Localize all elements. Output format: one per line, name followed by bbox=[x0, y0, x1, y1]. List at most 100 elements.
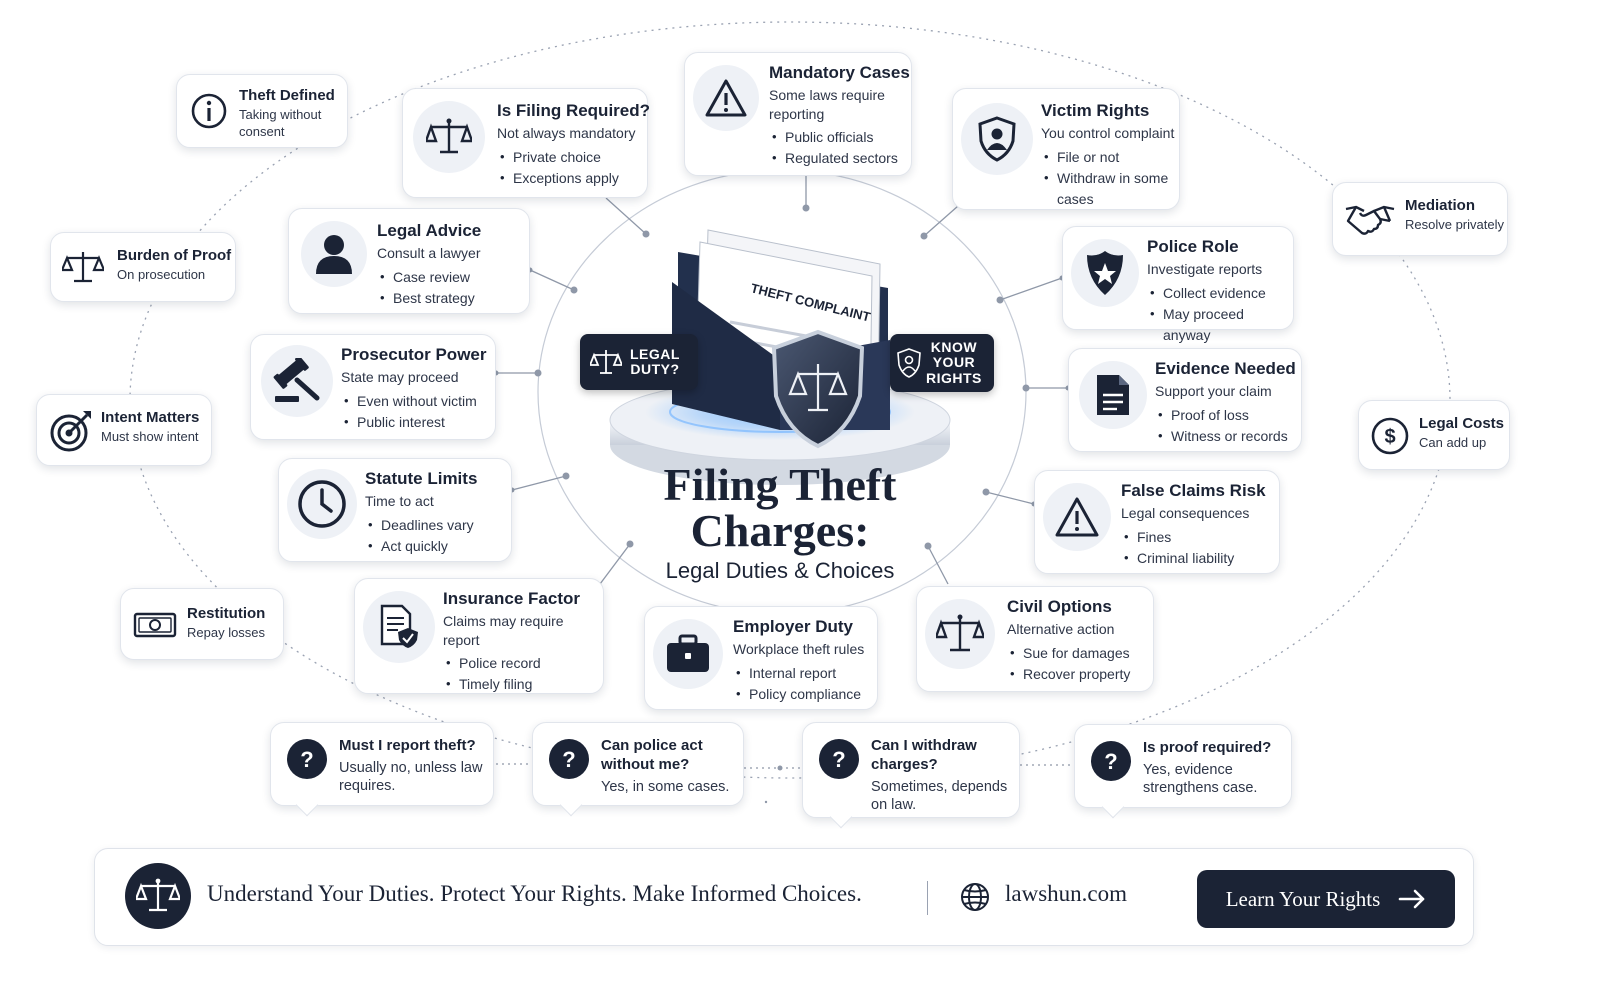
faq-question: Is proof required? bbox=[1143, 739, 1272, 756]
card-title: Theft Defined bbox=[239, 87, 335, 104]
faq-question: Can police act without me? bbox=[601, 737, 703, 773]
list-item: Police record bbox=[443, 653, 599, 674]
list-item: Public officials bbox=[769, 127, 905, 148]
scales-icon bbox=[59, 245, 107, 289]
police-badge-icon bbox=[1071, 239, 1139, 307]
list-item: Timely filing bbox=[443, 674, 599, 695]
arrow-right-icon bbox=[1398, 889, 1425, 909]
footer-banner: Understand Your Duties. Protect Your Rig… bbox=[94, 848, 1474, 946]
money-icon bbox=[131, 603, 179, 647]
list-item: Deadlines vary bbox=[365, 515, 477, 536]
shield-user-icon bbox=[961, 103, 1033, 175]
site-link[interactable]: lawshun.com bbox=[1005, 881, 1128, 906]
faq-answer: Yes, evidence strengthens case. bbox=[1143, 761, 1258, 796]
card-subtitle: Support your claim bbox=[1155, 383, 1272, 400]
scales-icon bbox=[590, 350, 622, 374]
theft-complaint-illustration: THEFT COMPLAINT bbox=[609, 229, 951, 485]
card-title: Prosecutor Power bbox=[341, 345, 487, 364]
target-icon bbox=[47, 407, 95, 455]
faq-answer: Yes, in some cases. bbox=[601, 778, 730, 795]
list-item: Fines bbox=[1121, 527, 1266, 548]
page-subtitle: Legal Duties & Choices bbox=[665, 558, 895, 583]
card-legal-costs: $ Legal Costs Can add up bbox=[1358, 400, 1510, 470]
document-icon bbox=[1079, 361, 1147, 429]
card-title: Mandatory Cases bbox=[769, 63, 910, 82]
list-item: Public interest bbox=[341, 412, 487, 433]
card-subtitle: Consult a lawyer bbox=[377, 245, 481, 262]
cta-label: Learn Your Rights bbox=[1225, 886, 1381, 911]
card-subtitle: Claims may require report bbox=[443, 613, 564, 648]
svg-text:?: ? bbox=[1104, 749, 1117, 773]
list-item: Private choice bbox=[497, 147, 650, 168]
card-title: Legal Costs bbox=[1419, 415, 1505, 432]
card-title: Victim Rights bbox=[1041, 101, 1150, 120]
card-burden-of-proof: Burden of Proof On prosecution bbox=[50, 232, 236, 302]
list-item: Internal report bbox=[733, 663, 864, 684]
card-title: Burden of Proof bbox=[117, 247, 232, 264]
list-item: Collect evidence bbox=[1147, 283, 1293, 304]
list-item: Best strategy bbox=[377, 288, 481, 309]
card-title: Civil Options bbox=[1007, 597, 1112, 616]
card-subtitle: Not always mandatory bbox=[497, 125, 636, 142]
card-title: Is Filing Required? bbox=[497, 101, 651, 120]
card-title: False Claims Risk bbox=[1121, 481, 1266, 500]
list-item: File or not bbox=[1041, 147, 1175, 168]
card-title: Intent Matters bbox=[101, 409, 200, 426]
svg-text:?: ? bbox=[832, 747, 845, 771]
list-item: Exceptions apply bbox=[497, 168, 650, 189]
card-subtitle: State may proceed bbox=[341, 369, 459, 386]
faq-bubble-must-report: ? Must I report theft? Usually no, unles… bbox=[270, 722, 494, 817]
card-title: Police Role bbox=[1147, 237, 1239, 256]
card-insurance-factor: Insurance Factor Claims may require repo… bbox=[354, 578, 604, 694]
list-item: Withdraw in some cases bbox=[1041, 168, 1175, 210]
rights-line1: KNOW bbox=[930, 339, 978, 356]
list-item: Criminal liability bbox=[1121, 548, 1266, 569]
card-title: Evidence Needed bbox=[1155, 359, 1296, 378]
card-title: Restitution bbox=[187, 605, 266, 622]
rights-line2: YOUR bbox=[932, 354, 976, 371]
card-prosecutor-power: Prosecutor Power State may proceed Even … bbox=[250, 334, 496, 440]
warning-icon bbox=[1043, 483, 1111, 551]
list-item: Policy compliance bbox=[733, 684, 864, 705]
title-line1: Filing Theft bbox=[663, 459, 897, 510]
faq-bubble-proof-required: ? Is proof required? Yes, evidence stren… bbox=[1074, 724, 1292, 819]
person-icon bbox=[301, 221, 367, 287]
card-employer-duty: Employer Duty Workplace theft rules Inte… bbox=[644, 606, 878, 710]
legal-duty-line1: LEGAL bbox=[630, 345, 680, 362]
shield-user-icon bbox=[897, 348, 921, 378]
list-item: Recover property bbox=[1007, 664, 1130, 685]
list-item: Witness or records bbox=[1155, 426, 1296, 447]
card-restitution: Restitution Repay losses bbox=[120, 588, 284, 660]
scales-icon bbox=[125, 863, 191, 929]
svg-text:$: $ bbox=[1384, 426, 1395, 448]
question-icon: ? bbox=[287, 739, 327, 779]
card-subtitle: Resolve privately bbox=[1405, 217, 1504, 232]
card-subtitle: Legal consequences bbox=[1121, 505, 1250, 522]
title-line2: Charges: bbox=[690, 505, 870, 556]
card-subtitle: Alternative action bbox=[1007, 621, 1115, 638]
list-item: Act quickly bbox=[365, 536, 477, 557]
learn-your-rights-button[interactable]: Learn Your Rights bbox=[1197, 870, 1455, 928]
card-mediation: Mediation Resolve privately bbox=[1332, 182, 1508, 256]
briefcase-icon bbox=[653, 619, 723, 689]
card-legal-advice: Legal Advice Consult a lawyer Case revie… bbox=[288, 208, 530, 314]
list-item: Regulated sectors bbox=[769, 148, 905, 169]
faq-bubble-police-act: ? Can police act without me? Yes, in som… bbox=[532, 722, 744, 817]
card-statute-limits: Statute Limits Time to act Deadlines var… bbox=[278, 458, 512, 562]
dollar-icon: $ bbox=[1367, 413, 1413, 459]
scales-icon bbox=[925, 599, 995, 669]
card-subtitle: Taking without consent bbox=[239, 107, 322, 139]
card-subtitle: You control complaint bbox=[1041, 125, 1175, 142]
list-item: Proof of loss bbox=[1155, 405, 1296, 426]
card-subtitle: Can add up bbox=[1419, 435, 1487, 450]
card-title: Mediation bbox=[1405, 197, 1475, 214]
scales-icon bbox=[413, 101, 485, 173]
globe-icon bbox=[959, 881, 991, 918]
card-police-role: Police Role Investigate reports Collect … bbox=[1062, 226, 1294, 343]
card-subtitle: On prosecution bbox=[117, 267, 206, 282]
faq-answer: Usually no, unless law requires. bbox=[339, 759, 483, 794]
card-subtitle: Investigate reports bbox=[1147, 261, 1263, 278]
card-subtitle: Time to act bbox=[365, 493, 434, 510]
